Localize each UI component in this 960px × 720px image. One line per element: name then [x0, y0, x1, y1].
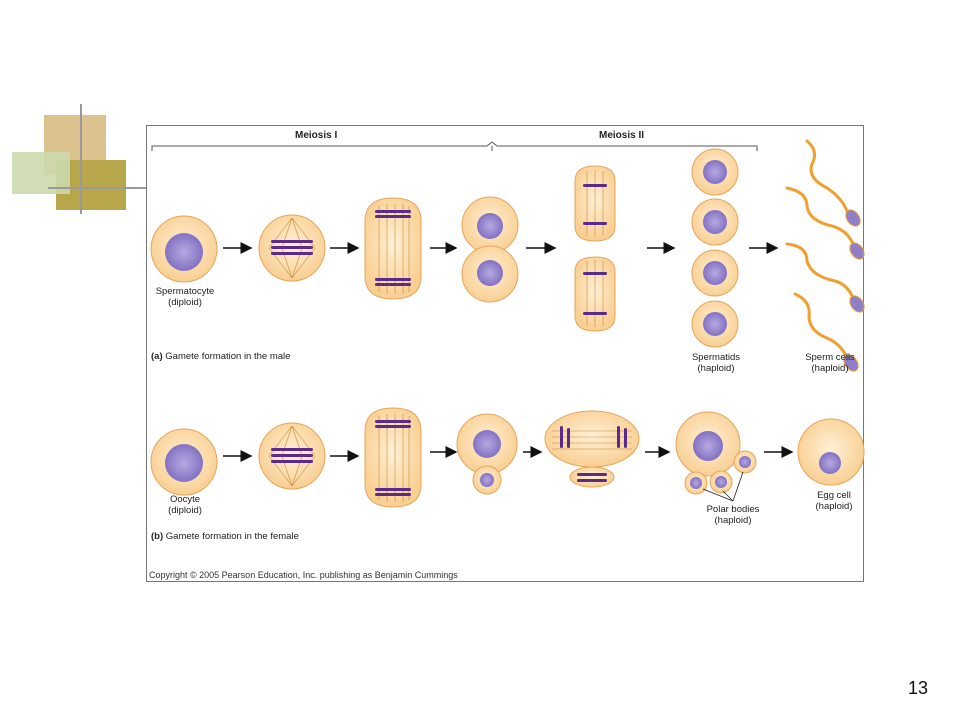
oocyte-label-line2: (diploid): [168, 505, 202, 516]
meiosis-diagram: [150, 139, 865, 508]
metaphase-cell: [258, 214, 326, 282]
female-row: [150, 407, 865, 508]
sperm-cells: [785, 139, 855, 360]
polar-bodies-label: Polar bodies (haploid): [691, 504, 775, 526]
meiosis2-label: Meiosis II: [599, 130, 645, 141]
female-telophase-cells: [456, 413, 518, 495]
egg-cell: [797, 418, 865, 486]
oocyte-cell: [150, 428, 218, 496]
sperm-cells-label: Sperm cells (haploid): [797, 352, 863, 374]
copyright-text: Copyright © 2005 Pearson Education, Inc.…: [149, 570, 458, 580]
female-anaphase-cell: [364, 407, 422, 508]
spermatocyte-label-line2: (diploid): [168, 297, 202, 308]
egg-cell-label: Egg cell (haploid): [805, 490, 863, 512]
meiosis1-label: Meiosis I: [295, 130, 338, 141]
spermatocyte-label: Spermatocyte (diploid): [149, 286, 221, 308]
female-caption-text: Gamete formation in the female: [165, 531, 299, 542]
egg-cell-label-line1: Egg cell: [817, 490, 851, 501]
oocyte-label: Oocyte (diploid): [149, 494, 221, 516]
female-metaphase-cell: [258, 422, 326, 490]
polar-bodies-label-line1: Polar bodies: [706, 504, 760, 515]
spermatids-label-line1: Spermatids: [691, 352, 741, 363]
deco-line-vertical: [80, 104, 82, 214]
polar-bodies-group: [675, 411, 757, 502]
spermatids-label: Spermatids (haploid): [677, 352, 755, 374]
meiosis2-spindles: [574, 165, 616, 332]
polar-bodies-label-line2: (haploid): [714, 515, 752, 526]
female-meiosis2-cell: [544, 410, 640, 488]
spermatids: [691, 148, 739, 348]
egg-cell-label-line2: (haploid): [815, 501, 853, 512]
telophase-cells: [461, 196, 519, 303]
page-number: 13: [908, 678, 929, 698]
sperm-heads: [843, 209, 865, 372]
male-row: [150, 139, 865, 372]
meiosis-brackets: [151, 141, 758, 151]
male-caption-text: Gamete formation in the male: [165, 351, 291, 362]
spermatocyte-label-line1: Spermatocyte: [155, 286, 215, 297]
male-caption: (a) Gamete formation in the male: [151, 351, 290, 362]
sperm-cells-label-line2: (haploid): [811, 363, 849, 374]
male-caption-letter: (a): [151, 351, 163, 362]
spermatocyte-cell: [150, 215, 218, 283]
sperm-cells-label-line1: Sperm cells: [805, 352, 855, 363]
anaphase-cell: [364, 197, 422, 300]
meiosis-figure: Meiosis I Meiosis II Spermatocyte (diplo…: [146, 125, 865, 582]
spermatids-label-line2: (haploid): [697, 363, 735, 374]
female-caption-letter: (b): [151, 531, 164, 542]
female-caption: (b) Gamete formation in the female: [151, 531, 299, 542]
oocyte-label-line1: Oocyte: [169, 494, 201, 505]
deco-line-horizontal: [48, 187, 148, 189]
